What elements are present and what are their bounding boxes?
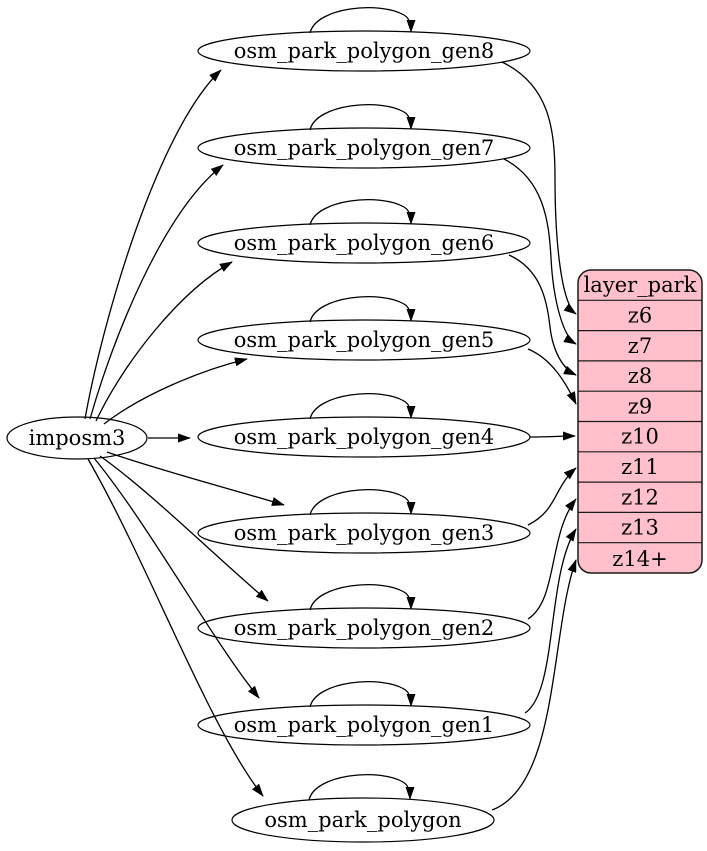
- edge-imposm3-to-osm_park_polygon_gen1: [93, 457, 260, 699]
- edge-osm_park_polygon_gen5-to-z9: [527, 348, 577, 405]
- edge-osm_park_polygon_gen7-to-z7: [503, 158, 577, 345]
- self-loop-osm_park_polygon_gen5: [309, 296, 416, 323]
- node-osm_park_polygon: [231, 797, 495, 843]
- self-loop-osm_park_polygon_gen1: [309, 681, 416, 708]
- node-label-osm_park_polygon_gen5: osm_park_polygon_gen5: [234, 328, 495, 352]
- node-osm_park_polygon_gen2: [197, 607, 531, 649]
- node-label-osm_park_polygon: osm_park_polygon: [264, 808, 461, 832]
- edge-osm_park_polygon_gen6-to-z8: [508, 254, 577, 376]
- edge-osm_park_polygon_gen8-to-z6: [501, 61, 577, 315]
- edge-osm_park_polygon_gen4-to-z10: [529, 431, 576, 441]
- edge-osm_park_polygon-to-z14+: [491, 559, 577, 811]
- layer-row-z14+: z14+: [612, 547, 667, 571]
- node-label-osm_park_polygon_gen1: osm_park_polygon_gen1: [234, 713, 495, 737]
- node-osm_park_polygon_gen8: [197, 30, 531, 72]
- edge-imposm3-to-osm_park_polygon_gen5: [103, 357, 248, 425]
- layer-row-z11: z11: [621, 455, 659, 479]
- self-loop-osm_park_polygon_gen8: [309, 7, 416, 34]
- self-loop-osm_park_polygon: [308, 774, 415, 801]
- layer-row-z7: z7: [628, 334, 652, 358]
- node-osm_park_polygon_gen3: [197, 512, 531, 554]
- node-label-osm_park_polygon_gen3: osm_park_polygon_gen3: [234, 521, 495, 545]
- edge-osm_park_polygon_gen2-to-z12: [527, 498, 577, 620]
- edge-imposm3-to-osm_park_polygon_gen3: [106, 451, 285, 506]
- edge-imposm3-to-osm_park_polygon_gen6: [95, 261, 233, 422]
- layer-table-group: layer_park z6 z7 z8 z9 z10 z11 z12 z13 z14+: [577, 269, 703, 574]
- self-loop-osm_park_polygon_gen4: [309, 393, 416, 420]
- self-loop-osm_park_polygon_gen2: [309, 584, 416, 611]
- layer-row-z8: z8: [628, 364, 652, 388]
- layer-row-z12: z12: [621, 485, 659, 509]
- node-label-osm_park_polygon_gen2: osm_park_polygon_gen2: [234, 616, 495, 640]
- edge-osm_park_polygon_gen3-to-z11: [527, 467, 577, 526]
- layer-row-z9: z9: [628, 394, 652, 418]
- node-label-osm_park_polygon_gen4: osm_park_polygon_gen4: [234, 425, 495, 449]
- layer-row-z10: z10: [621, 425, 659, 449]
- node-osm_park_polygon_gen1: [197, 704, 531, 746]
- node-imposm3: [6, 416, 148, 460]
- node-osm_park_polygon_gen7: [197, 127, 531, 169]
- edge-imposm3-to-osm_park_polygon: [87, 458, 264, 797]
- edge-imposm3-to-osm_park_polygon_gen8: [84, 69, 222, 420]
- self-loop-osm_park_polygon_gen3: [309, 489, 416, 516]
- node-osm_park_polygon_gen5: [197, 319, 531, 361]
- layer-row-z13: z13: [621, 516, 659, 540]
- edge-imposm3-to-osm_park_polygon_gen7: [89, 164, 224, 420]
- self-loop-osm_park_polygon_gen6: [309, 199, 416, 226]
- layer-table-header: layer_park: [584, 273, 697, 297]
- edges-layer: [84, 7, 577, 811]
- edge-imposm3-to-osm_park_polygon_gen2: [99, 455, 269, 602]
- self-loop-osm_park_polygon_gen7: [309, 104, 416, 131]
- nodes-layer: imposm3 osm_park_polygon_gen8 osm_park_pol…: [6, 30, 531, 843]
- node-label-osm_park_polygon_gen7: osm_park_polygon_gen7: [234, 136, 495, 160]
- node-osm_park_polygon_gen6: [197, 222, 531, 264]
- layer-row-z6: z6: [628, 303, 652, 327]
- node-label-imposm3: imposm3: [29, 426, 126, 450]
- node-label-osm_park_polygon_gen8: osm_park_polygon_gen8: [234, 39, 495, 63]
- node-label-osm_park_polygon_gen6: osm_park_polygon_gen6: [234, 231, 495, 255]
- edge-osm_park_polygon_gen1-to-z13: [524, 528, 577, 714]
